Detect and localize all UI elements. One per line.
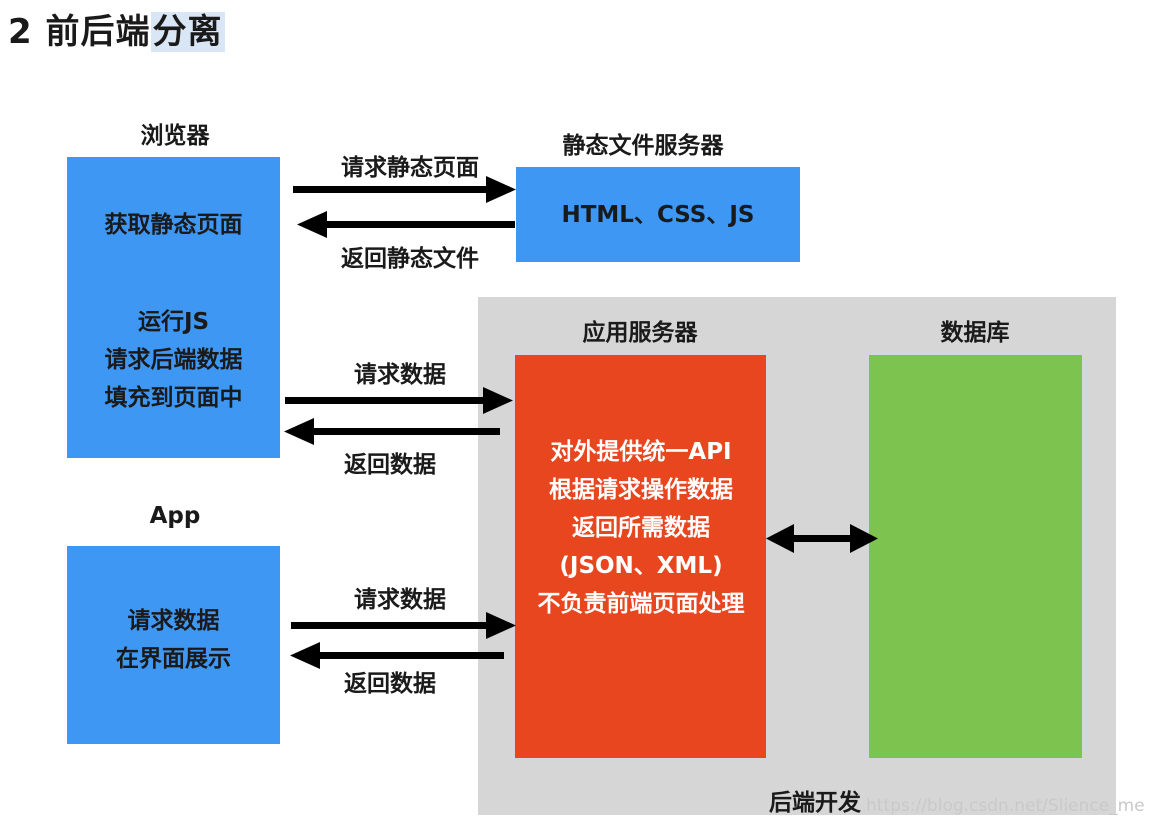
app-box-text: 请求数据 在界面展示 (67, 600, 280, 680)
response-static-label: 返回静态文件 (341, 246, 479, 272)
arrow-browser-request (285, 387, 513, 414)
static-server-box: HTML、CSS、JS (516, 167, 800, 262)
arrow-app-response (290, 642, 504, 669)
browser-step-line: 填充到页面中 (104, 385, 243, 411)
app-line: 在界面展示 (116, 646, 231, 672)
browser-label: 浏览器 (140, 123, 210, 149)
backend-label: 后端开发 (769, 790, 861, 816)
browser-box (67, 157, 280, 458)
app-line: 请求数据 (127, 608, 220, 634)
browser-step-static-text: 获取静态页面 (104, 212, 243, 238)
database-box (869, 355, 1082, 758)
app-server-description: 对外提供统一API 根据请求操作数据 返回所需数据 (JSON、XML) 不负责… (510, 430, 772, 625)
static-server-label: 静态文件服务器 (562, 133, 724, 159)
request-static-label: 请求静态页面 (341, 155, 479, 181)
browser-step-static: 获取静态页面 (67, 200, 280, 250)
arrow-response-static (297, 211, 515, 238)
arrow-request-static (293, 176, 516, 203)
static-server-content: HTML、CSS、JS (561, 201, 755, 228)
app-server-line: 对外提供统一API (550, 438, 732, 465)
arrow-app-server-database (766, 524, 878, 553)
browser-step-line: 运行JS (137, 309, 210, 335)
app-server-line: 根据请求操作数据 (549, 476, 733, 503)
app-request-data-label: 请求数据 (354, 587, 446, 613)
app-server-line: (JSON、XML) (559, 552, 723, 579)
watermark: https://blog.csdn.net/Slience_me (866, 796, 1145, 816)
browser-step-js: 运行JS 请求后端数据 填充到页面中 (67, 300, 280, 420)
arrow-browser-response (284, 418, 500, 445)
browser-response-data-label: 返回数据 (344, 452, 436, 478)
app-server-label: 应用服务器 (582, 320, 698, 346)
app-server-line: 返回所需数据 (572, 514, 710, 541)
app-response-data-label: 返回数据 (344, 671, 436, 697)
title-highlight: 分离 (150, 12, 225, 52)
app-label: App (149, 503, 201, 529)
browser-step-line: 请求后端数据 (104, 347, 243, 373)
title-prefix: 2 前后端 (8, 12, 151, 52)
app-box (67, 546, 280, 744)
app-server-line: 不负责前端页面处理 (537, 590, 745, 617)
database-label: 数据库 (940, 320, 1010, 346)
app-server-box (515, 355, 766, 758)
arrow-app-request (291, 612, 516, 639)
browser-request-data-label: 请求数据 (354, 362, 446, 388)
page-title: 2 前后端分离 (8, 4, 225, 53)
